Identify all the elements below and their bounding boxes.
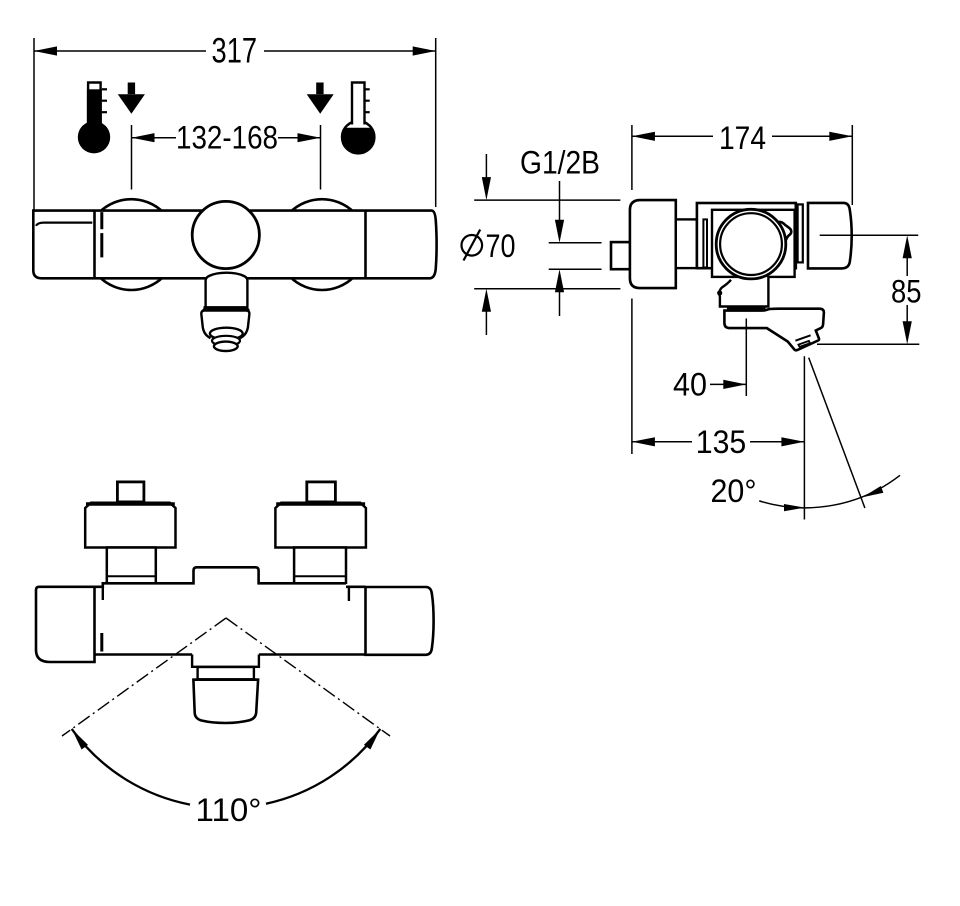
svg-text:40: 40 [673,367,707,403]
svg-text:317: 317 [212,32,258,71]
svg-text:174: 174 [719,120,766,156]
svg-text:70: 70 [486,228,516,264]
svg-text:G1/2B: G1/2B [520,145,600,181]
svg-text:135: 135 [696,424,747,460]
svg-text:110°: 110° [196,792,262,828]
svg-text:85: 85 [891,274,922,310]
svg-text:132-168: 132-168 [176,120,278,156]
svg-text:20°: 20° [711,473,757,509]
